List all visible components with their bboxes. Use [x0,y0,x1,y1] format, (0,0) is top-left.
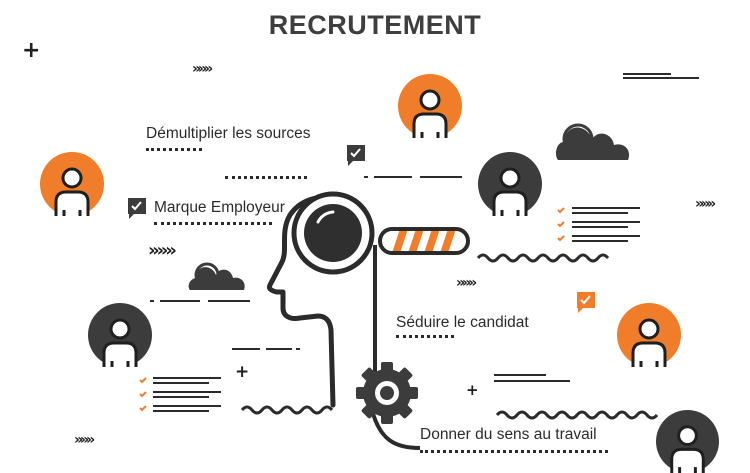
line-fragment [150,300,154,302]
plus-icon: + [22,38,41,63]
chevrons-icon: »»» [148,240,177,261]
chevrons-icon: »»» [456,275,477,291]
line-fragment [364,176,368,178]
gear-icon [356,362,418,424]
checklist-icon [139,377,147,412]
person-avatar-icon [617,303,681,367]
line-fragment [232,348,260,350]
plus-icon: + [235,362,250,382]
wave-line [476,253,610,263]
chevrons-icon: »»» [695,196,716,212]
dotted-underline [396,335,454,338]
dotted-line [225,176,307,179]
chat-check-icon [347,145,365,166]
line-fragment [494,380,570,382]
dotted-underline [420,450,608,453]
line-fragment [494,374,546,376]
dotted-underline [146,148,202,151]
wave-line [495,410,659,420]
label-donner-sens: Donner du sens au travail [420,426,597,443]
wave-line [240,405,334,415]
magnifying-glass-icon [291,191,470,275]
line-fragment [208,300,250,302]
person-avatar-icon [398,74,462,138]
cloud-icon [188,262,245,290]
line-fragment [623,73,671,75]
line-fragment [623,77,699,79]
checklist-icon [557,207,565,242]
chevrons-icon: »»» [74,432,95,448]
plus-icon: + [466,381,479,399]
person-avatar-icon [478,152,542,216]
person-avatar-icon [88,303,152,367]
dotted-underline [154,222,272,225]
page-title: RECRUTEMENT [268,10,482,40]
line-fragment [266,348,292,350]
line-fragment [374,176,412,178]
line-fragment [296,348,300,350]
label-marque-employeur: Marque Employeur [154,199,285,216]
person-avatar-icon [656,410,719,473]
person-avatar-icon [40,152,104,216]
chat-check-icon [128,198,146,219]
line-fragment [420,176,462,178]
label-sources: Démultiplier les sources [146,125,311,142]
chevrons-icon: »»» [192,61,213,77]
label-seduire-candidat: Séduire le candidat [396,314,529,331]
cloud-icon [556,123,630,160]
line-fragment [160,300,200,302]
chat-check-icon [577,292,595,313]
